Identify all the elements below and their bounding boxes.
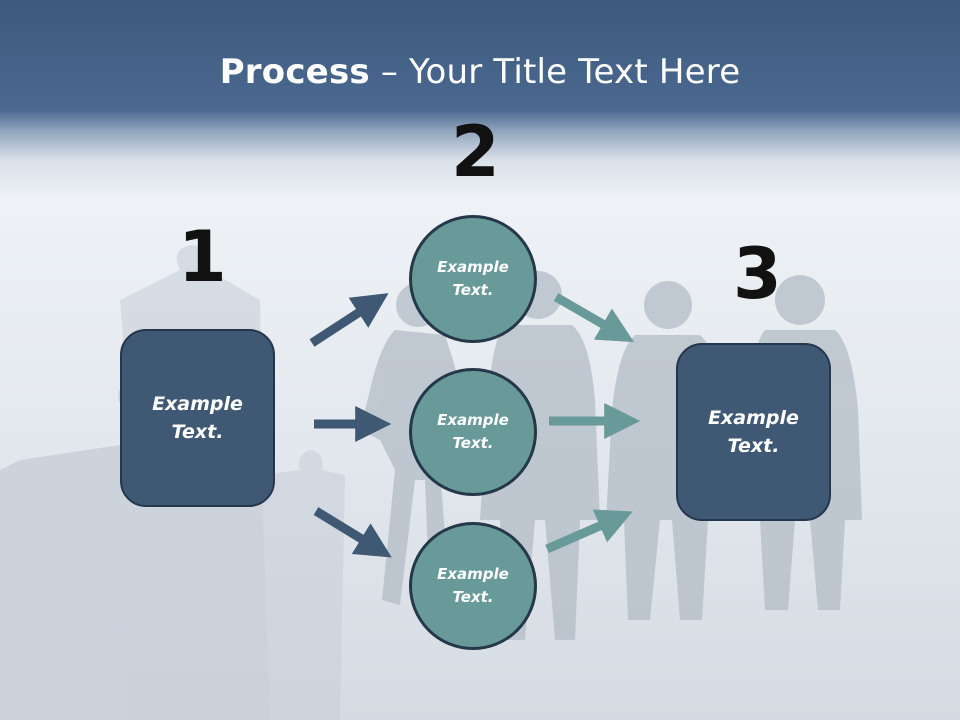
step-number-3: 3: [733, 233, 782, 315]
step-1-line2: Text.: [171, 421, 224, 443]
step-number-2: 2: [451, 111, 500, 193]
circle-3-line2: Text.: [452, 588, 494, 606]
arrow-to-circle-1: [309, 293, 389, 347]
circle-2-line1: Example: [437, 410, 509, 429]
step-1-line1: Example: [152, 392, 243, 415]
arrow-from-circle-1: [553, 293, 635, 343]
arrow-from-circle-3: [545, 509, 633, 554]
step-number-1: 1: [178, 216, 227, 298]
title-rest: – Your Title Text Here: [369, 52, 741, 92]
circle-1-line2: Text.: [452, 281, 494, 299]
step-3-line1: Example: [708, 406, 799, 429]
circle-3-line1: Example: [437, 564, 509, 583]
circle-1-line1: Example: [437, 257, 509, 276]
circle-2-line2: Text.: [452, 434, 494, 452]
slide-title: Process – Your Title Text Here: [0, 52, 960, 92]
step-3-line2: Text.: [727, 435, 780, 457]
title-bold: Process: [219, 52, 370, 92]
arrow-to-circle-3: [313, 507, 392, 558]
